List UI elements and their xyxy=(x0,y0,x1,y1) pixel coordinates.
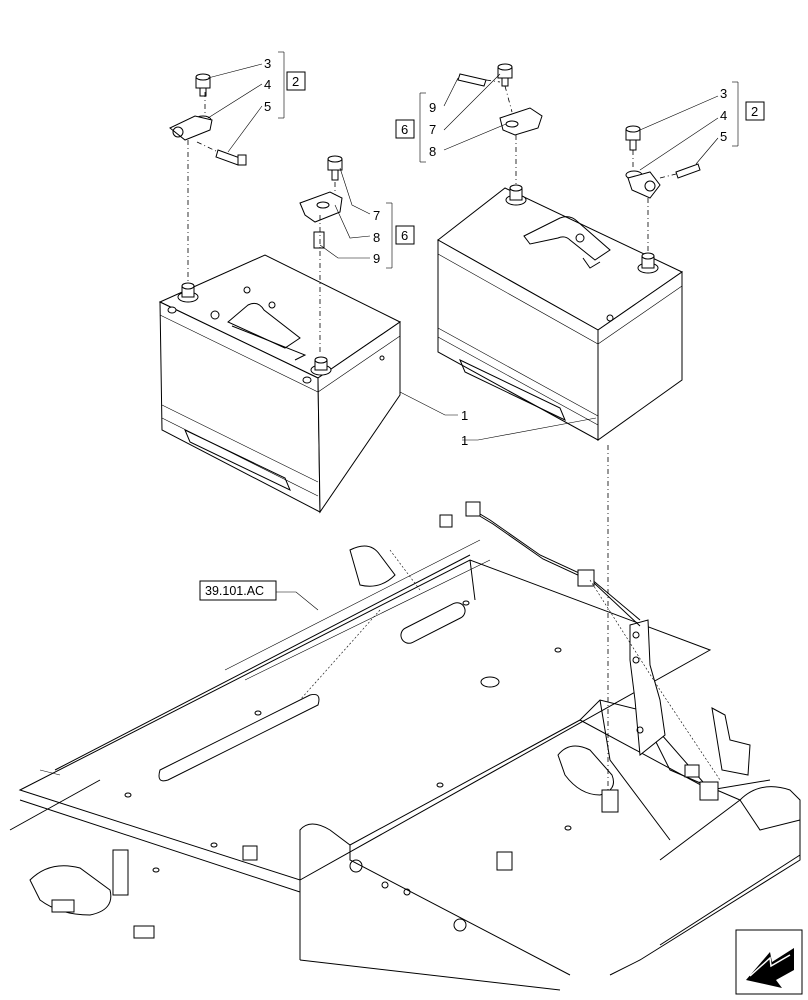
left-clamp-hardware xyxy=(169,73,247,166)
callout-battery-left: 1 xyxy=(461,408,468,423)
callout-left-4: 4 xyxy=(264,77,271,92)
callout-right-3: 3 xyxy=(720,86,727,101)
callout-left-group: 2 xyxy=(292,74,299,89)
battery-right xyxy=(437,184,683,441)
battery-left xyxy=(158,254,401,514)
callout-rtop-9: 9 xyxy=(429,100,436,115)
callout-mid-group: 6 xyxy=(401,228,408,243)
callout-rtop-7: 7 xyxy=(429,122,436,137)
callout-left-3: 3 xyxy=(264,56,271,71)
right-top-clamp-hardware xyxy=(457,63,543,136)
callout-right-group: 2 xyxy=(751,104,758,119)
chassis-frame xyxy=(9,501,801,991)
assembly-centerlines xyxy=(187,79,677,790)
callout-right-5: 5 xyxy=(720,129,727,144)
callout-battery-right: 1 xyxy=(461,433,468,448)
callout-rtop-8: 8 xyxy=(429,144,436,159)
callout-mid-9: 9 xyxy=(373,251,380,266)
right-clamp-hardware xyxy=(625,125,701,199)
callout-labels: 3 4 5 2 7 8 9 6 9 7 8 6 3 4 5 2 1 1 39.1… xyxy=(199,56,765,601)
arrow-left-down-icon[interactable] xyxy=(735,929,803,995)
callout-right-4: 4 xyxy=(720,108,727,123)
callout-mid-8: 8 xyxy=(373,230,380,245)
callout-mid-7: 7 xyxy=(373,208,380,223)
leader-lines xyxy=(207,51,739,611)
reference-label: 39.101.AC xyxy=(205,584,264,598)
mid-clamp-hardware xyxy=(299,155,343,249)
callout-left-5: 5 xyxy=(264,99,271,114)
callout-rtop-group: 6 xyxy=(401,122,408,137)
